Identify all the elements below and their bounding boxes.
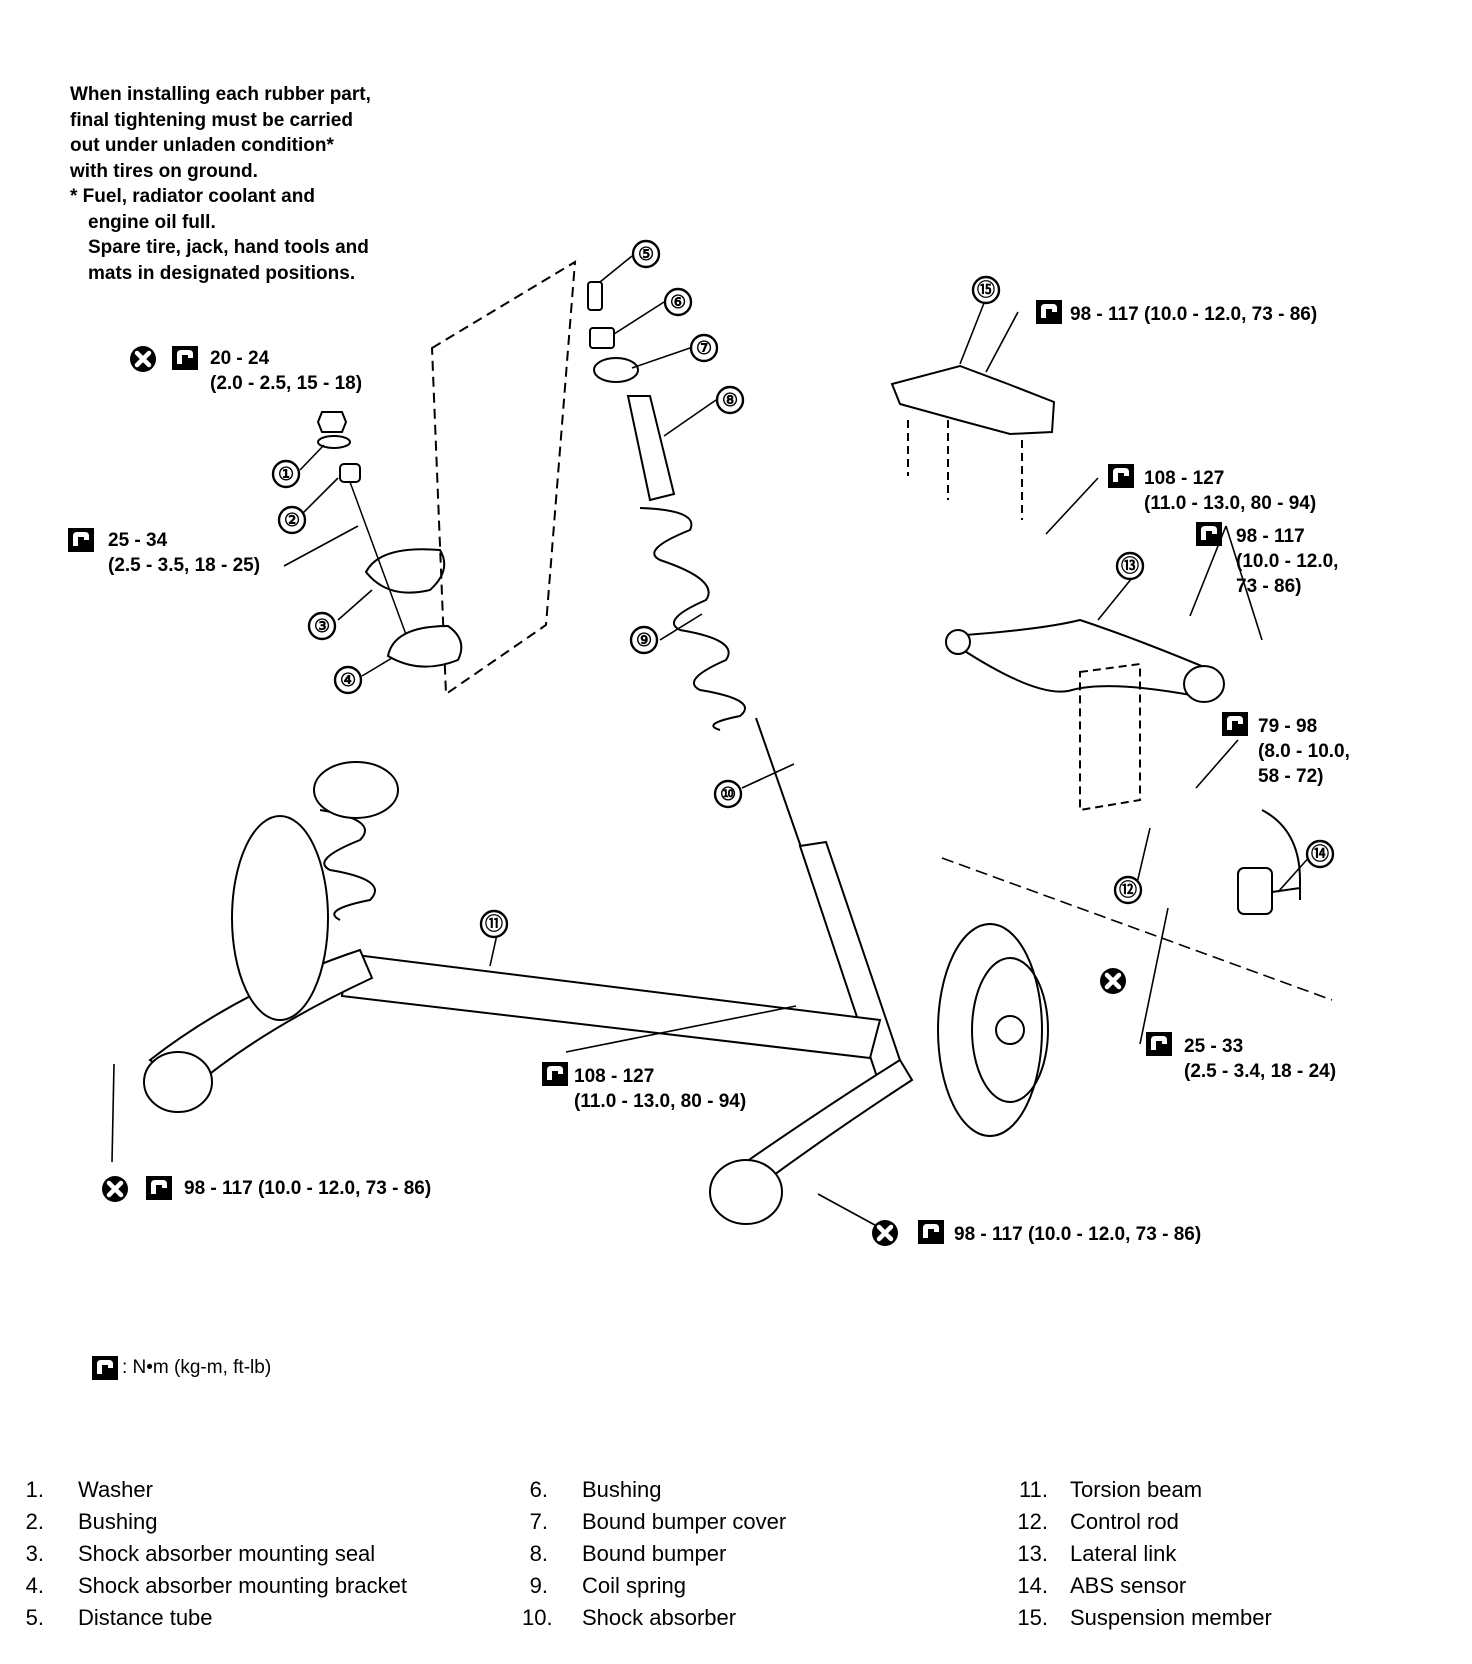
torque-callout-control-rod: 79 - 98 (8.0 - 10.0, 58 - 72): [1258, 716, 1350, 787]
parts-list-column-1: 1.Washer 2.Bushing 3.Shock absorber moun…: [18, 1474, 407, 1634]
torque-wrench-icon: [918, 1220, 944, 1244]
washer-part: [317, 435, 351, 449]
do-not-reuse-icon: [130, 346, 156, 372]
list-item: 12.Control rod: [1017, 1509, 1179, 1534]
note-line: Spare tire, jack, hand tools and: [88, 237, 369, 258]
list-item: 8.Bound bumper: [529, 1541, 727, 1566]
mount-seal-part: [364, 548, 446, 594]
units-legend: : N•m (kg-m, ft-lb): [92, 1356, 271, 1380]
parts-list-column-2: 6.Bushing 7.Bound bumper cover 8.Bound b…: [522, 1474, 786, 1634]
list-item: 11.Torsion beam: [1019, 1477, 1203, 1502]
bushing-part: [339, 463, 361, 483]
control-rod-part: [1079, 662, 1141, 812]
marker-7: ⑦: [696, 338, 712, 358]
list-item: 4.Shock absorber mounting bracket: [25, 1573, 407, 1598]
note-line: mats in designated positions.: [88, 262, 356, 284]
marker-3: ③: [314, 616, 330, 636]
marker-11: ⑪: [485, 913, 503, 934]
mount-bracket-part: [386, 624, 463, 668]
list-item: 10.Shock absorber: [522, 1605, 737, 1630]
note-line: When installing each rubber part,: [70, 84, 371, 105]
do-not-reuse-icon: [872, 1220, 898, 1246]
list-item: 9.Coil spring: [529, 1573, 686, 1598]
brake-drum-part: [937, 923, 1049, 1137]
marker-13: ⑬: [1121, 555, 1139, 576]
parts-list-column-3: 11.Torsion beam 12.Control rod 13.Latera…: [1012, 1474, 1272, 1634]
marker-10: ⑩: [720, 784, 736, 804]
installation-note: When installing each rubber part, final …: [70, 82, 430, 286]
torque-callout-beam-left: 98 - 117 (10.0 - 12.0, 73 - 86): [184, 1178, 432, 1199]
lateral-link-part: [945, 618, 1225, 703]
marker-5: ⑤: [638, 244, 654, 264]
shock-stack: [587, 281, 908, 1088]
note-line: final tightening must be carried: [70, 109, 353, 131]
list-item: 1.Washer: [25, 1477, 153, 1502]
torque-callout-beam-right: 98 - 117 (10.0 - 12.0, 73 - 86): [954, 1224, 1202, 1245]
units-legend-text: : N•m (kg-m, ft-lb): [122, 1357, 272, 1378]
list-item: 15.Suspension member: [1017, 1605, 1272, 1630]
list-item: 5.Distance tube: [25, 1605, 213, 1630]
distance-tube-part: [587, 281, 603, 311]
torque-wrench-icon: [1222, 712, 1248, 736]
bumper-cover-part: [593, 357, 639, 383]
torque-wrench-icon: [68, 528, 94, 552]
shock-rod: [755, 717, 803, 851]
do-not-reuse-icon: [102, 1176, 128, 1202]
torque-wrench-icon: [1146, 1032, 1172, 1056]
torque-wrench-icon: [542, 1062, 568, 1086]
marker-9: ⑨: [636, 630, 652, 650]
list-item: 13.Lateral link: [1017, 1541, 1177, 1566]
note-line: with tires on ground.: [70, 160, 258, 182]
torque-callout-shock-lower: 108 - 127 (11.0 - 13.0, 80 - 94): [574, 1066, 747, 1112]
torque-callout-abs-sensor: 25 - 33 (2.5 - 3.4, 18 - 24): [1184, 1036, 1337, 1082]
marker-12: ⑫: [1119, 879, 1137, 900]
top-nut-part: [316, 411, 463, 668]
left-strut-assembly: [231, 761, 399, 1021]
list-item: 7.Bound bumper cover: [529, 1509, 787, 1534]
list-item: 6.Bushing: [529, 1477, 662, 1502]
do-not-reuse-icon: [1100, 968, 1126, 994]
marker-14: ⑭: [1311, 843, 1329, 864]
dashed-guide: [430, 260, 577, 696]
upper-bushing-part: [589, 327, 615, 349]
torque-callout-lateral-link: 98 - 117 (10.0 - 12.0, 73 - 86): [1236, 526, 1339, 597]
torque-wrench-icon: [146, 1176, 172, 1200]
marker-6: ⑥: [670, 292, 686, 312]
torque-wrench-icon: [172, 346, 198, 370]
abs-sensor-part: [1237, 809, 1301, 915]
note-line: engine oil full.: [88, 211, 216, 233]
torque-callout-member-bolt: 108 - 127 (11.0 - 13.0, 80 - 94): [1144, 468, 1317, 514]
torque-callout-member-front: 98 - 117 (10.0 - 12.0, 73 - 86): [1070, 304, 1318, 325]
marker-8: ⑧: [722, 390, 738, 410]
bound-bumper-part: [626, 395, 676, 502]
torque-wrench-icon: [1196, 522, 1222, 546]
marker-1: ①: [278, 464, 294, 484]
list-item: 14.ABS sensor: [1017, 1573, 1187, 1598]
marker-4: ④: [340, 670, 356, 690]
note-line: out under unladen condition*: [70, 135, 334, 156]
list-item: 2.Bushing: [25, 1509, 158, 1534]
torque-wrench-icon: [1108, 464, 1134, 488]
marker-2: ②: [284, 510, 300, 530]
marker-15: ⑮: [977, 279, 995, 300]
torque-callout-bracket-nut: 25 - 34 (2.5 - 3.5, 18 - 25): [108, 530, 261, 576]
suspension-member-part: [890, 364, 1056, 520]
torque-wrench-icon: [1036, 300, 1062, 324]
torque-callout-top-nut: 20 - 24 (2.0 - 2.5, 15 - 18): [210, 348, 363, 394]
list-item: 3.Shock absorber mounting seal: [25, 1541, 376, 1566]
coil-spring-part: [639, 507, 746, 731]
note-line: * Fuel, radiator coolant and: [70, 186, 315, 207]
